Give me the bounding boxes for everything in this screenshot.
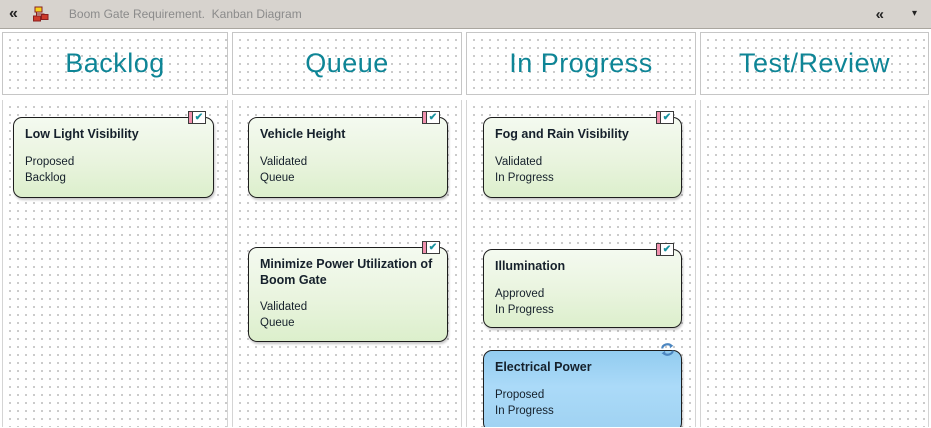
card-properties: Validated Queue — [260, 301, 436, 329]
lane-test-review — [700, 100, 929, 427]
card-stage: In Progress — [495, 404, 554, 417]
lane-header-queue: Queue — [232, 32, 462, 95]
requirement-icon: ✔ — [422, 111, 440, 124]
card-status: Approved — [495, 287, 545, 300]
collapse-panel-icon[interactable]: « — [875, 5, 884, 23]
card-stage: In Progress — [495, 303, 554, 316]
card-title: Vehicle Height — [260, 127, 346, 141]
toolbar-dropdown-icon[interactable]: ▾ — [911, 8, 917, 19]
requirement-icon: ✔ — [656, 111, 674, 124]
card-properties: Proposed In Progress — [495, 389, 670, 417]
lane-backlog: ✔ Low Light Visibility Proposed Backlog — [2, 100, 228, 427]
kanban-card-minimize-power[interactable]: ✔ Minimize Power Utilization of Boom Gat… — [248, 241, 448, 342]
card-title: Minimize Power Utilization of Boom Gate — [260, 257, 433, 287]
diagram-title: Boom Gate Requirement. Kanban Diagram — [68, 7, 302, 21]
diagram-hierarchy-icon — [32, 6, 49, 22]
card-title: Low Light Visibility — [25, 127, 139, 141]
kanban-card-fog-rain-visibility[interactable]: ✔ Fog and Rain Visibility Validated In P… — [483, 111, 682, 198]
change-swirl-icon — [659, 341, 676, 358]
lane-header-backlog: Backlog — [2, 32, 228, 95]
requirement-icon: ✔ — [188, 111, 206, 124]
card-properties: Validated In Progress — [495, 156, 670, 184]
card-properties: Validated Queue — [260, 156, 436, 184]
kanban-card-low-light-visibility[interactable]: ✔ Low Light Visibility Proposed Backlog — [13, 111, 214, 198]
diagram-toolbar: « Boom Gate Requirement. Kanban Diagram … — [0, 0, 931, 29]
card-status: Validated — [260, 155, 308, 168]
card-status: Validated — [495, 155, 543, 168]
navigate-back-icon[interactable]: « — [9, 5, 18, 22]
lane-header-in-progress: In Progress — [466, 32, 696, 95]
card-status: Proposed — [25, 155, 75, 168]
card-stage: In Progress — [495, 171, 554, 184]
card-status: Validated — [260, 301, 308, 314]
kanban-card-electrical-power[interactable]: Electrical Power Proposed In Progress — [483, 343, 682, 427]
card-properties: Approved In Progress — [495, 288, 670, 316]
card-properties: Proposed Backlog — [25, 156, 202, 184]
requirement-icon: ✔ — [422, 241, 440, 254]
kanban-canvas: Backlog Queue In Progress Test/Review ✔ … — [0, 29, 931, 427]
lane-queue: ✔ Vehicle Height Validated Queue ✔ Minim… — [232, 100, 462, 427]
lane-header-test-review: Test/Review — [700, 32, 929, 95]
card-title: Fog and Rain Visibility — [495, 127, 629, 141]
kanban-card-vehicle-height[interactable]: ✔ Vehicle Height Validated Queue — [248, 111, 448, 198]
requirement-icon: ✔ — [656, 243, 674, 256]
card-title: Electrical Power — [495, 360, 592, 374]
lane-in-progress: ✔ Fog and Rain Visibility Validated In P… — [466, 100, 696, 427]
card-stage: Backlog — [25, 171, 66, 184]
card-stage: Queue — [260, 317, 295, 330]
kanban-card-illumination[interactable]: ✔ Illumination Approved In Progress — [483, 243, 682, 328]
card-stage: Queue — [260, 171, 295, 184]
card-title: Illumination — [495, 259, 566, 273]
card-status: Proposed — [495, 388, 545, 401]
